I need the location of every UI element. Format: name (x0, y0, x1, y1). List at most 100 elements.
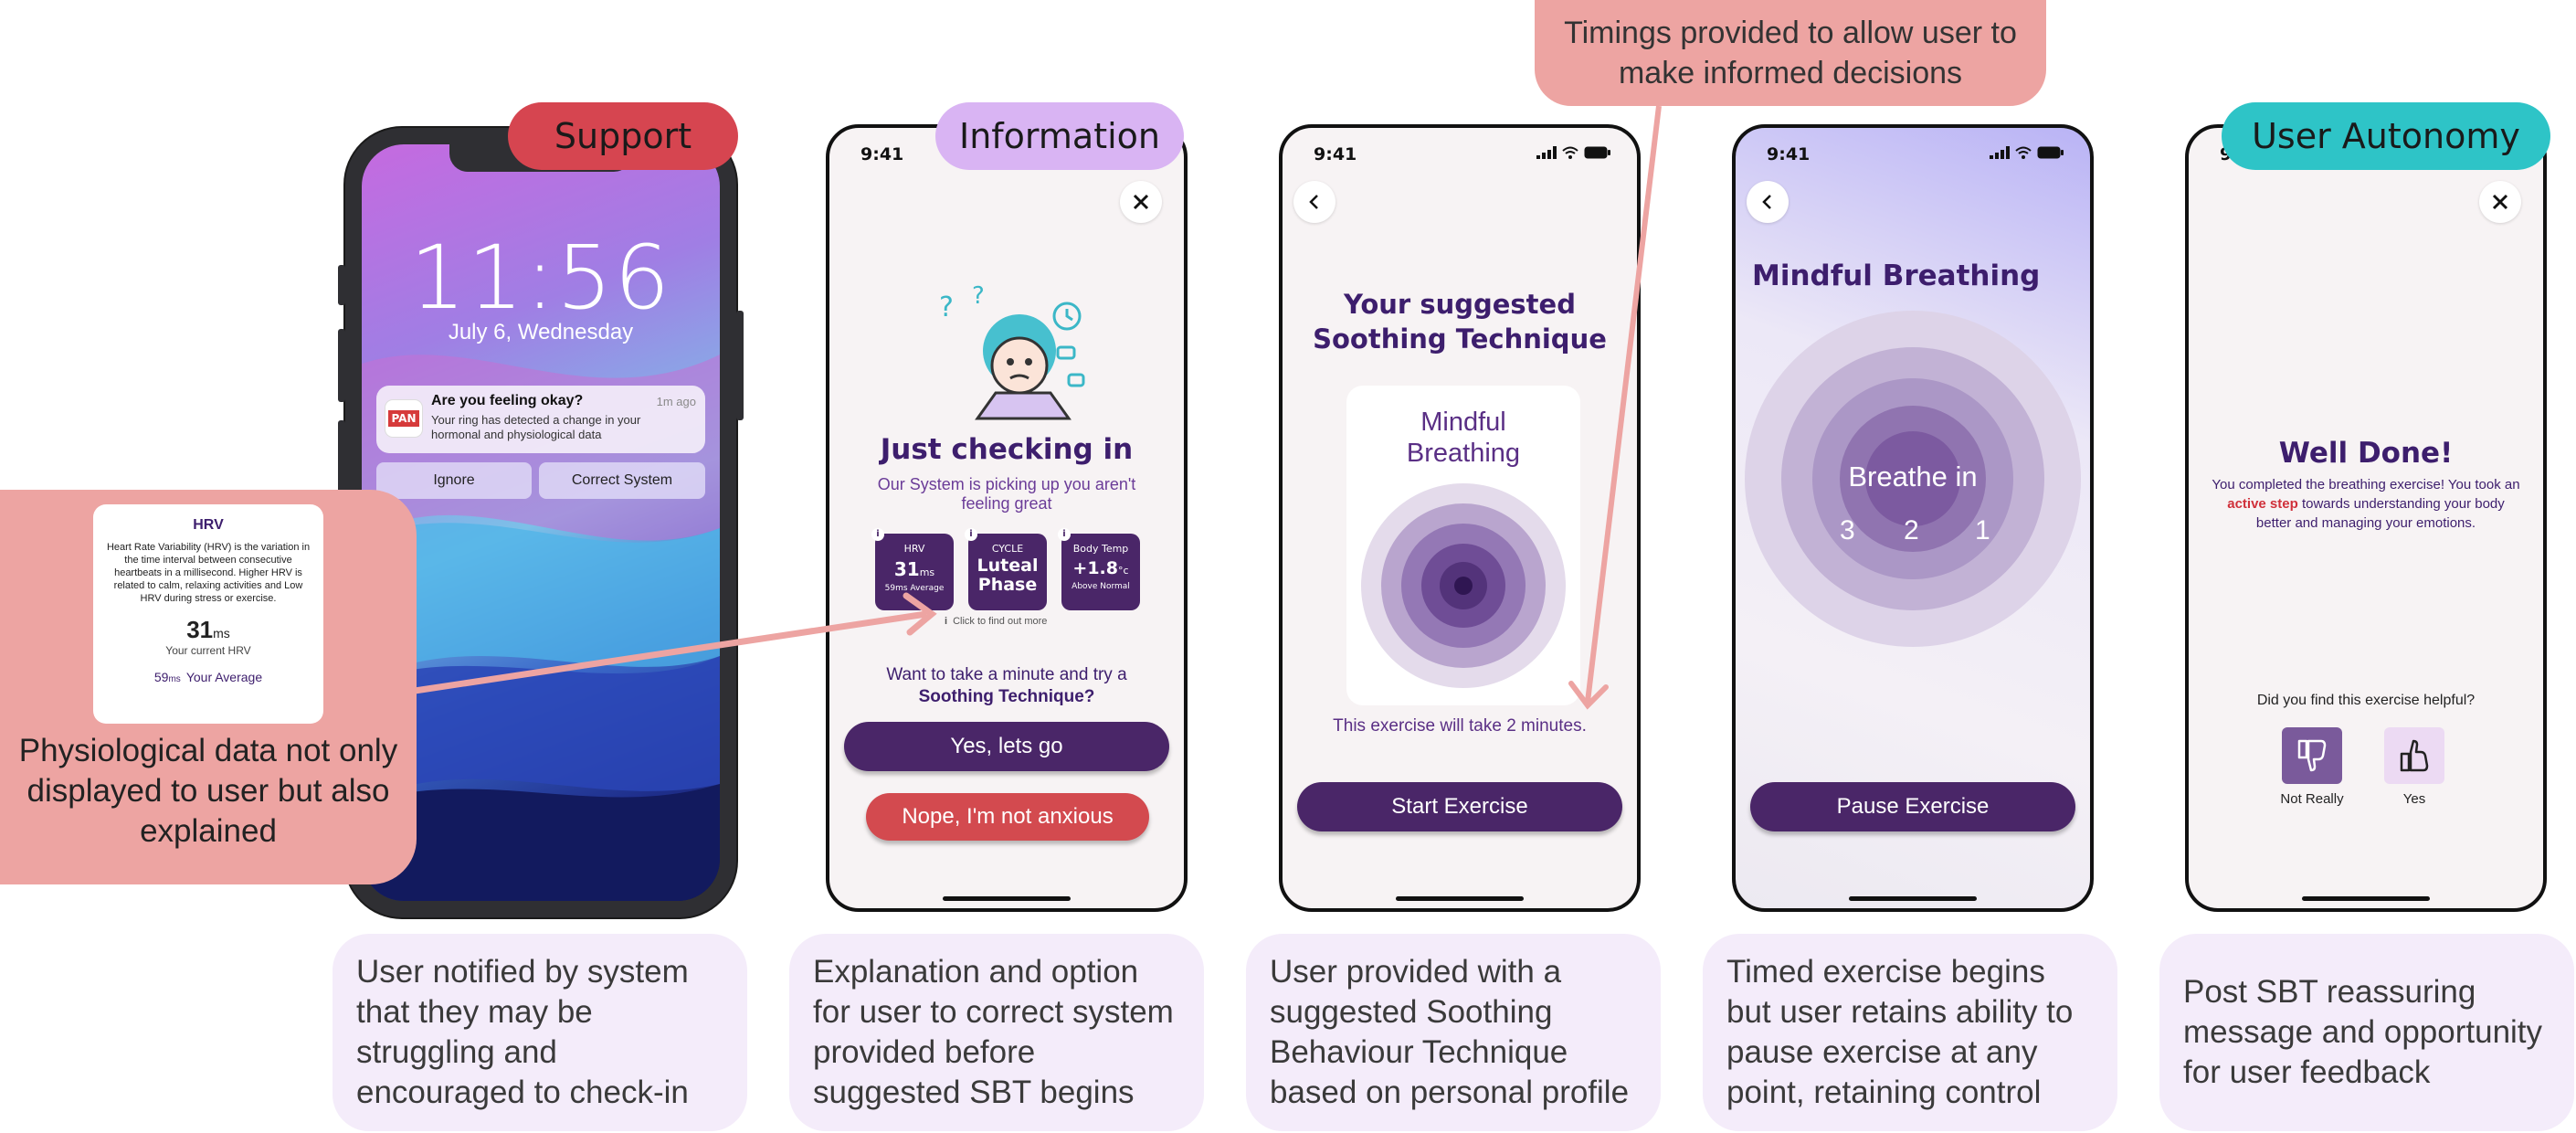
metric-value-row: 31ms (875, 558, 954, 580)
technique-title-line1: Mindful (1420, 408, 1506, 437)
close-icon (1133, 194, 1149, 210)
hrv-current-row: 31ms (93, 616, 323, 644)
metric-title: Body Temp (1072, 543, 1129, 555)
yes-feedback-button[interactable] (2384, 727, 2444, 784)
ignore-button[interactable]: Ignore (376, 462, 532, 499)
confused-person-illustration: ? ? (939, 283, 1085, 420)
start-exercise-button[interactable]: Start Exercise (1297, 782, 1622, 831)
info-icon: i (1058, 528, 1071, 541)
yes-lets-go-button[interactable]: Yes, lets go (844, 722, 1169, 771)
wifi-icon (1562, 146, 1578, 159)
pause-exercise-button[interactable]: Pause Exercise (1750, 782, 2075, 831)
chevron-left-icon (1762, 195, 1771, 209)
thumbs-down-icon (2297, 739, 2327, 772)
hrv-current-unit: ms (213, 626, 230, 641)
breathing-heading: Mindful Breathing (1752, 259, 2041, 292)
duration-text: This exercise will take 2 minutes. (1333, 716, 1587, 736)
metric-value-row: +1.8°c (1061, 558, 1140, 578)
svg-text:?: ? (939, 291, 954, 323)
app-badge-text: PAN (388, 410, 419, 427)
thumbs-up-icon (2400, 739, 2429, 772)
back-button[interactable] (1747, 181, 1789, 223)
status-time: 9:41 (860, 144, 904, 164)
support-tag: Support (508, 102, 738, 170)
close-icon (2492, 194, 2508, 210)
breathing-rings (1745, 311, 2081, 647)
checkin-phone: 9:41 ? ? Just checking in Our System is … (826, 124, 1188, 912)
signal-icon (1990, 146, 2010, 159)
metric-sub: Above Normal (1072, 582, 1130, 591)
lock-date: July 6, Wednesday (448, 320, 634, 344)
technique-card[interactable]: Mindful Breathing (1346, 386, 1580, 705)
metric-unit: °c (1118, 565, 1129, 577)
home-indicator (1849, 896, 1977, 901)
feedback-question: Did you find this exercise helpful? (2256, 693, 2476, 708)
metric-value: 31 (893, 558, 920, 580)
hrv-average-unit: ms (168, 674, 181, 684)
back-button[interactable] (1293, 181, 1336, 223)
caption-5: Post SBT reassuring message and opportun… (2159, 934, 2574, 1131)
caption-1: User notified by system that they may be… (333, 934, 747, 1131)
battery-icon (1584, 146, 1610, 159)
home-indicator (943, 896, 1071, 901)
close-button[interactable] (2479, 181, 2521, 223)
notification-title: Are you feeling okay? (431, 393, 584, 408)
caption-2: Explanation and option for user to corre… (789, 934, 1204, 1131)
lock-time: 11:56 (409, 227, 672, 329)
info-icon: i (871, 528, 884, 541)
wifi-icon (2015, 146, 2032, 159)
timings-callout-text: Timings provided to allow user to make i… (1564, 16, 2017, 90)
checkin-question-line1: Want to take a minute and try a (886, 665, 1127, 684)
breathe-in-label: Breathe in (1848, 461, 1978, 492)
caption-text: User notified by system that they may be… (356, 954, 689, 1110)
metric-title: CYCLE (991, 543, 1024, 555)
close-button[interactable] (1120, 181, 1162, 223)
caption-3: User provided with a suggested Soothing … (1246, 934, 1661, 1131)
message-highlight: active step (2227, 496, 2298, 512)
message-part2: towards understanding your body better a… (2255, 496, 2505, 531)
phone-side-button (736, 311, 744, 420)
hrv-card: HRV Heart Rate Variability (HRV) is the … (93, 504, 323, 724)
hrv-current-value: 31 (186, 616, 214, 643)
countdown-3: 3 (1840, 515, 1855, 545)
metric-body-temp[interactable]: i Body Temp +1.8°c Above Normal (1058, 528, 1140, 610)
status-icons (1536, 146, 1611, 159)
user-autonomy-tag: User Autonomy (2222, 102, 2550, 170)
phone-side-button (338, 265, 345, 305)
notification-body: Your ring has detected a change in your … (431, 413, 641, 441)
info-icon: i (965, 528, 977, 541)
metric-title: HRV (903, 543, 925, 555)
metric-hrv[interactable]: i HRV 31ms 59ms Average (871, 528, 954, 610)
breathing-phone: 9:41 Mindful Breathing Breathe in 3 2 1 … (1732, 124, 2094, 912)
hrv-average-value: 59 (153, 670, 169, 684)
metric-cycle[interactable]: i CYCLE Luteal Phase (965, 528, 1047, 610)
physio-callout: HRV Heart Rate Variability (HRV) is the … (0, 490, 417, 884)
yes-label: Yes (2402, 791, 2426, 807)
checkin-subtitle: Our System is picking up you aren't feel… (877, 475, 1136, 513)
correct-system-button[interactable]: Correct System (539, 462, 705, 499)
notification-card[interactable]: PAN Are you feeling okay? 1m ago Your ri… (376, 386, 705, 453)
caption-text: Timed exercise begins but user retains a… (1726, 954, 2074, 1110)
home-indicator (1396, 896, 1524, 901)
not-really-label: Not Really (2280, 791, 2344, 807)
status-icons (1990, 146, 2064, 159)
metric-sub: 59ms Average (884, 584, 945, 593)
physio-callout-text: Physiological data not only displayed to… (18, 733, 398, 849)
hrv-average-label: Your Average (185, 670, 263, 684)
done-phone: 9:41 Well Done! You completed the breath… (2185, 124, 2547, 912)
phone-side-button (338, 329, 345, 402)
hrv-card-title: HRV (193, 517, 224, 533)
caption-text: Post SBT reassuring message and opportun… (2183, 974, 2543, 1090)
info-icon: i (945, 616, 948, 627)
suggestion-phone: 9:41 Your suggested Soothing Technique M… (1279, 124, 1641, 912)
nope-button[interactable]: Nope, I'm not anxious (866, 793, 1149, 841)
click-more-link[interactable]: i Click to find out more (945, 616, 1047, 627)
hrv-card-body: Heart Rate Variability (HRV) is the vari… (106, 542, 311, 604)
checkin-heading: Just checking in (880, 433, 1134, 466)
battery-icon (2037, 146, 2064, 159)
caption-text: Explanation and option for user to corre… (813, 954, 1174, 1110)
click-more-text: Click to find out more (953, 616, 1048, 627)
message-part1: You completed the breathing exercise! Yo… (2212, 477, 2520, 492)
not-really-button[interactable] (2282, 727, 2342, 784)
app-badge: PAN (385, 400, 422, 437)
